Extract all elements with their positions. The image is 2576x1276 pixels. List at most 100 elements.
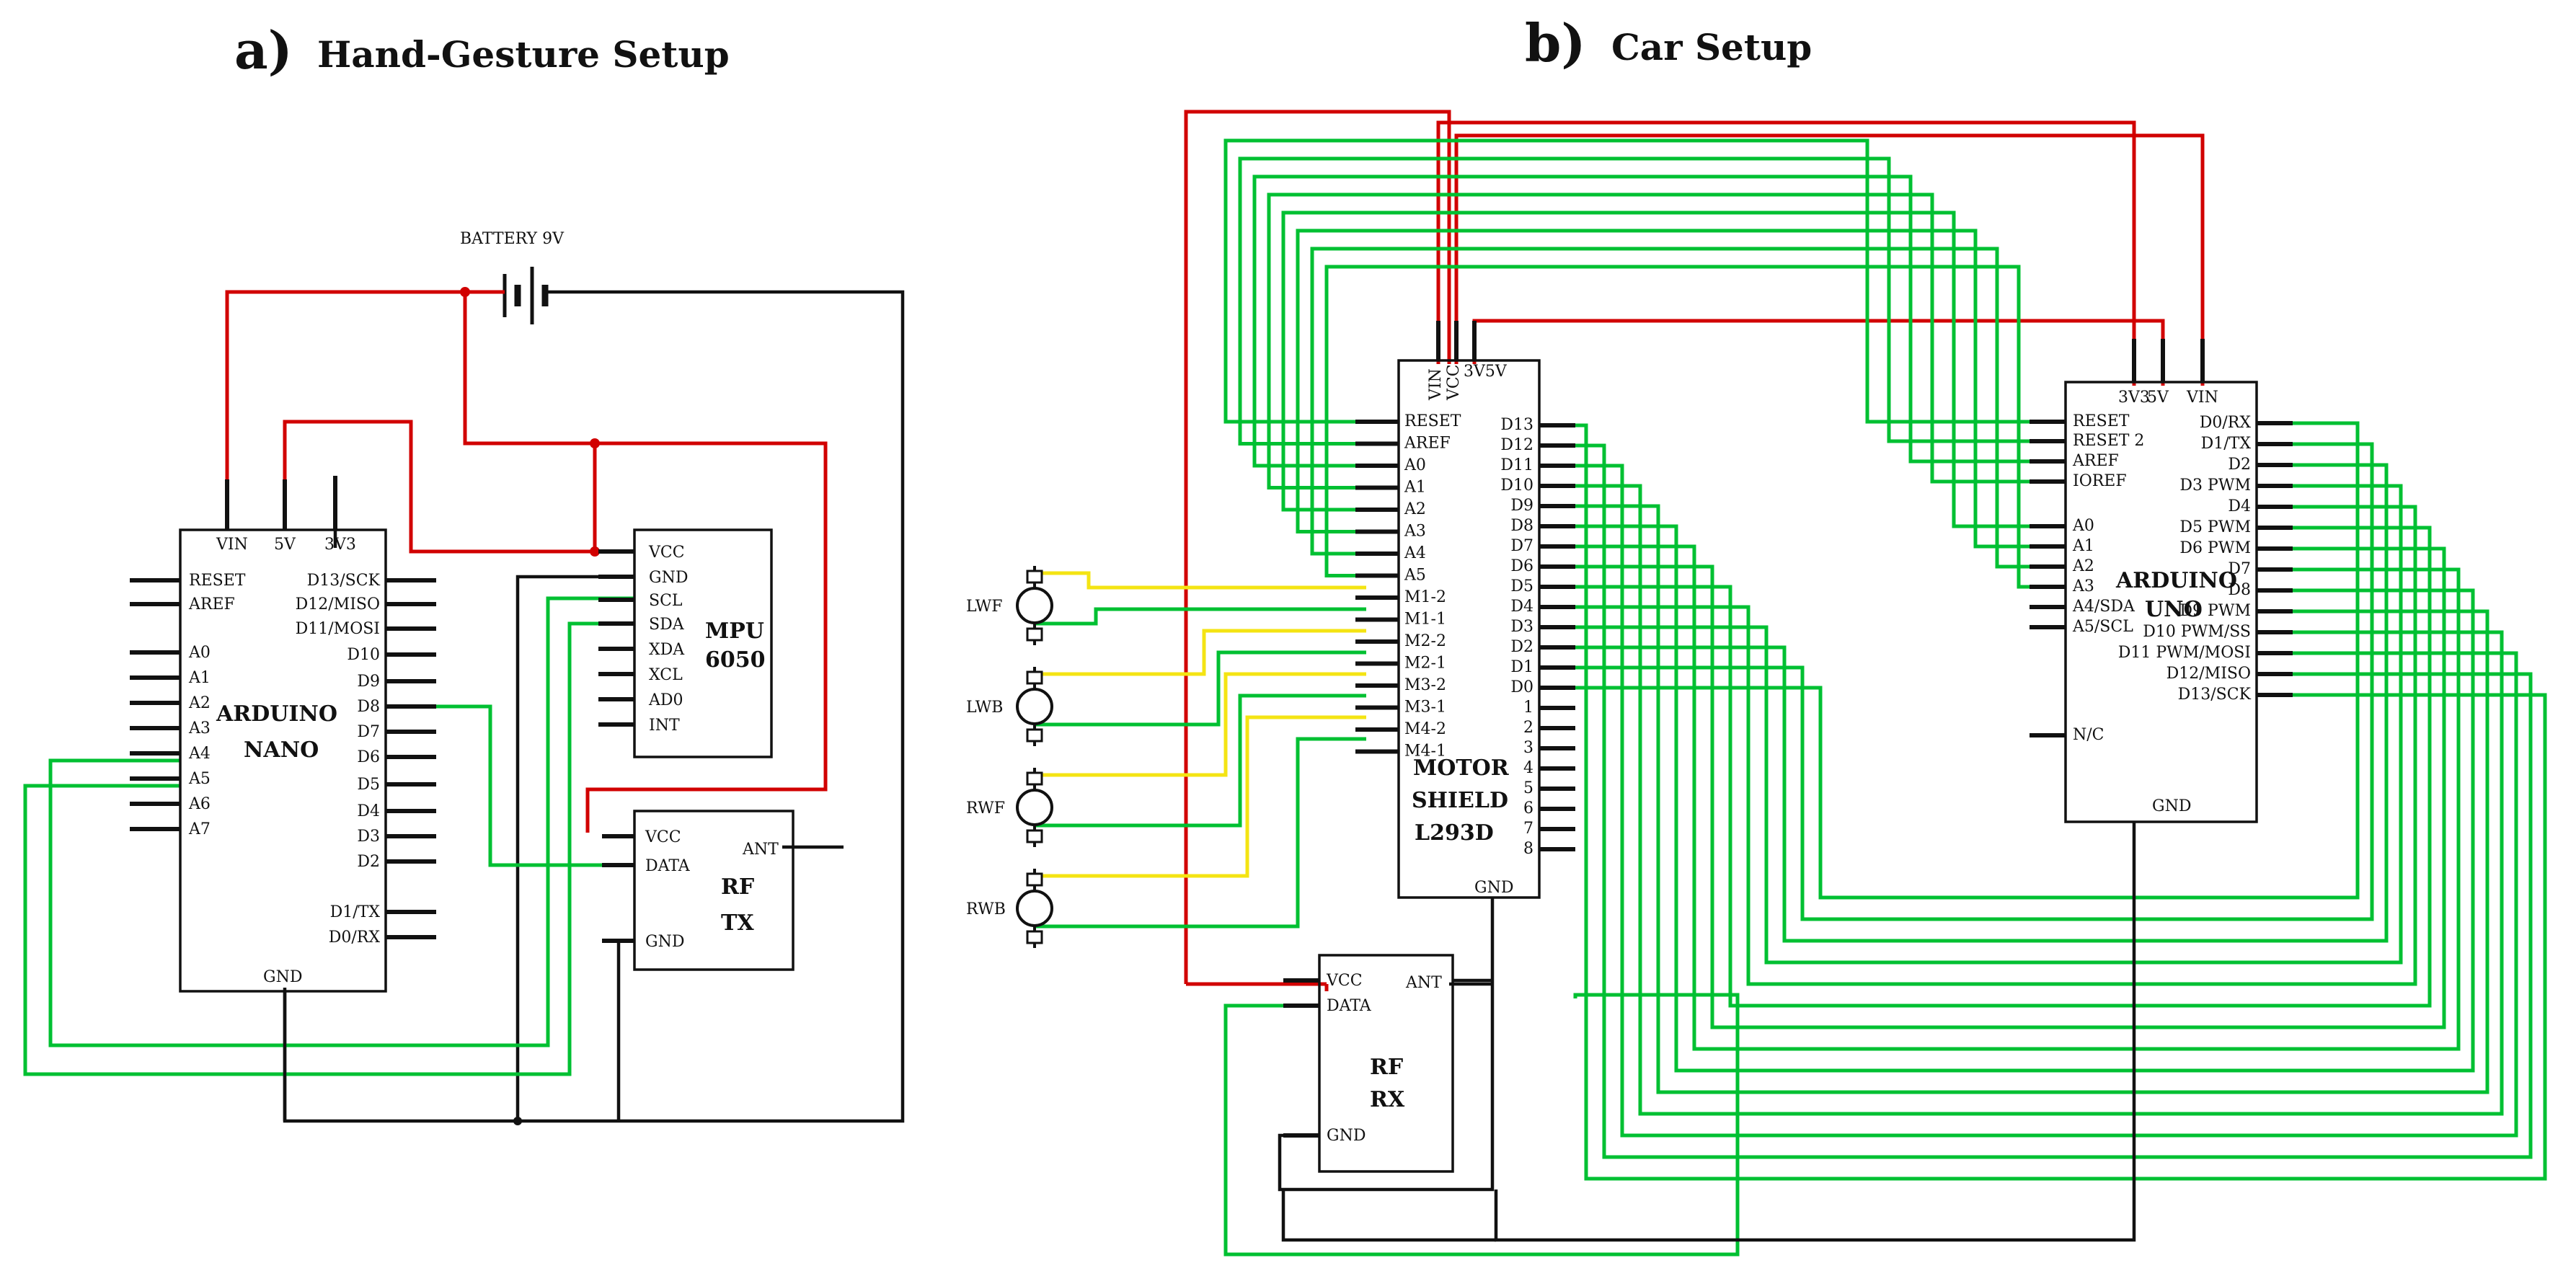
panel-b-title: Car Setup [1611,26,1812,68]
uno-pin-label-a0: A0 [2072,517,2094,535]
nano-pin-label-a3: A3 [188,719,211,737]
uno-pin-label-d5-pwm: D5 PWM [2179,518,2251,536]
mpu-pin-label-sda: SDA [649,616,685,634]
uno-name-line1: ARDUINO [2115,568,2237,593]
shield-pin-label-aref: AREF [1404,435,1451,453]
shield-pin-label-m2-2: M2-2 [1404,632,1446,650]
panel-b-signal-wires [1223,138,2547,1257]
motor-icon [1016,688,1053,725]
panel-a-letter: a) [234,19,293,81]
shield-pin-label-a3: A3 [1404,523,1426,541]
mpu-pin-label-xcl: XCL [649,666,683,684]
nano-name-line2: NANO [244,737,319,763]
nano-pin-label-aref: AREF [188,595,235,613]
uno-pin-label-reset-2: RESET 2 [2073,432,2144,450]
shield-pin-label-r-7: 7 [1523,820,1533,838]
shield-pin-label-m3-2: M3-2 [1404,676,1446,694]
motor-icon [1016,890,1053,927]
nano-pin-label-d13-sck: D13/SCK [307,572,381,590]
motor-label-lwb: LWB [966,699,1003,717]
uno-pin-label-d3-pwm: D3 PWM [2179,477,2251,495]
motor-rwb: RWB [966,869,1053,948]
uno-pin-label-aref: AREF [2072,452,2119,470]
wire-shield-d-to-uno-d-8 [1575,526,2432,1008]
nano-pin-label-d5: D5 [357,776,380,794]
nano-pin-label-d3: D3 [357,828,380,846]
uno-pin-label-ioref: IOREF [2073,472,2127,490]
shield-pin-label-r-8: 8 [1523,840,1533,858]
shield-pin-label-r-d8: D8 [1510,517,1533,535]
mpu-name-line1: MPU [705,619,764,644]
motor-icon [1016,587,1053,624]
shield-pin-label-r-1: 1 [1523,699,1533,717]
nano-pin-label-a0: A0 [188,644,211,662]
uno-name-line2: UNO [2145,597,2203,622]
panel-a-power-wires [225,287,828,833]
shield-pin-label-r-6: 6 [1523,799,1533,818]
uno-pin-label-3v3: 3V3 [2118,389,2150,407]
shield-pin-label-r-d11: D11 [1500,456,1533,474]
uno-pin-label-5v: 5V [2147,389,2169,407]
uno-pin-label-d8: D8 [2228,581,2251,599]
wire-shield-d-to-uno-d-6 [1575,544,2461,1051]
uno-pin-label-a4-sda: A4/SDA [2072,598,2135,616]
uno-pin-label-d12-miso: D12/MISO [2166,665,2251,683]
uno-pin-label-reset: RESET [2073,412,2130,430]
wire-shield-to-uno-0 [1223,138,2030,424]
shield-pin-label-r-d6: D6 [1510,557,1533,575]
nano-pin-label-d11-mosi: D11/MOSI [296,620,380,638]
wire-shield-to-uno-5 [1296,229,2030,549]
nano-pin-label-5v: 5V [274,536,296,554]
wire-rfrx-data [1223,993,1740,1257]
shield-pin-label-r-3: 3 [1523,739,1533,757]
shield-pin-label-r-d4: D4 [1510,598,1533,616]
shield-pin-label-r-d3: D3 [1510,618,1533,636]
nano-pin-label-a7: A7 [188,820,211,838]
mpu-pin-label-ad0: AD0 [648,691,683,709]
rfrx-name-line1: RF [1370,1055,1403,1080]
uno-pin-label-d10-pwm-ss: D10 PWM/SS [2143,623,2251,641]
rfrx-name-line2: RX [1370,1087,1405,1112]
rftx-pin-label-vcc: VCC [645,828,681,846]
shield-name-line3: L293D [1415,820,1494,846]
motor-lwf: LWF [966,566,1053,645]
shield-pin-label-r-d2: D2 [1510,638,1533,656]
shield-pin-label-3v5v: 3V5V [1464,363,1508,381]
mpu-name-line2: 6050 [705,647,766,673]
wire-shield-d-to-uno-d-4 [1575,504,2489,1094]
shield-pin-label-r-2: 2 [1523,719,1533,737]
uno-pin-label-n-c: N/C [2073,726,2104,744]
mpu-pin-label-int: INT [649,717,680,735]
motor-label-rwf: RWF [966,799,1005,818]
motor-icon [1016,789,1053,826]
wire-shield-d-to-uno-d-7 [1575,546,2446,1029]
wire-shield-d-to-uno-d-11 [1575,463,2389,943]
uno-pin-label-d13-sck: D13/SCK [2178,686,2252,704]
motor-rwf: RWF [966,768,1053,847]
uno-pin-label-d7: D7 [2228,560,2251,578]
nano-pin-label-a2: A2 [188,694,211,712]
panel-a-title: Hand-Gesture Setup [317,33,730,76]
nano-gnd-label: GND [263,968,302,986]
nano-pin-label-a6: A6 [188,795,211,813]
shield-pin-label-r-d9: D9 [1510,497,1533,515]
shield-pin-label-a4: A4 [1404,544,1426,562]
uno-pin-label-d1-tx: D1/TX [2201,435,2252,453]
nano-pin-label-d2: D2 [357,853,380,871]
shield-pin-label-vin: VIN [1427,368,1445,401]
shield-gnd-label: GND [1474,879,1513,897]
wire-shield-d-to-uno-d-2 [1575,464,2518,1138]
nano-pin-label-d6: D6 [357,748,380,766]
rftx-pin-label-data: DATA [645,857,691,875]
rftx-name-line1: RF [721,874,754,900]
mpu-pin-label-scl: SCL [649,592,683,610]
motor-lwb: LWB [966,667,1053,746]
battery-icon [503,267,549,324]
